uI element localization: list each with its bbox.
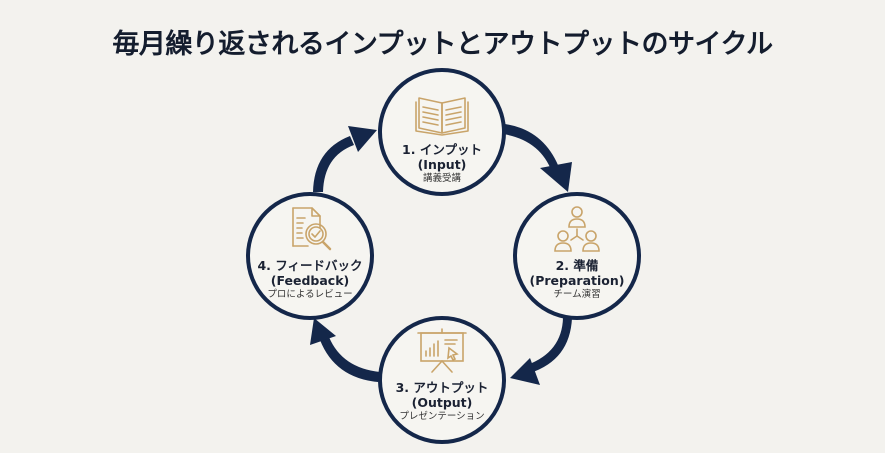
node-step-label: 3. アウトプット [395, 380, 489, 395]
node-step-label: 2. 準備 [555, 258, 599, 273]
team-network-icon [554, 206, 600, 252]
node-english-label: (Preparation) [529, 273, 625, 288]
node-english-label: (Feedback) [270, 273, 350, 288]
arrow-output-to-feedback [310, 318, 380, 382]
arrow-feedback-to-input [313, 126, 377, 192]
document-review-icon [292, 207, 332, 251]
open-book-icon [415, 97, 469, 136]
node-english-label: (Input) [417, 157, 467, 172]
page-title: 毎月繰り返されるインプットとアウトプットのサイクル [112, 29, 773, 60]
node-input: 1. インプット (Input) 講義受講 [377, 142, 507, 186]
node-circle-preparation [513, 192, 641, 320]
node-step-label: 1. インプット [402, 142, 482, 157]
node-circle-output [378, 316, 506, 444]
node-english-label: (Output) [411, 395, 473, 410]
node-feedback: 4. フィードバック (Feedback) プロによるレビュー [245, 258, 375, 302]
node-step-label: 4. フィードバック [257, 258, 363, 273]
node-preparation: 2. 準備 (Preparation) チーム演習 [512, 258, 642, 302]
node-description: チーム演習 [553, 289, 601, 300]
arrow-input-to-preparation [503, 124, 572, 192]
presentation-board-icon [417, 328, 467, 373]
node-output: 3. アウトプット (Output) プレゼンテーション [377, 380, 507, 424]
node-description: プロによるレビュー [267, 289, 353, 300]
node-description: プレゼンテーション [399, 411, 485, 422]
node-description: 講義受講 [422, 173, 461, 184]
arrow-preparation-to-output [510, 318, 572, 385]
node-circle-feedback [246, 192, 374, 320]
